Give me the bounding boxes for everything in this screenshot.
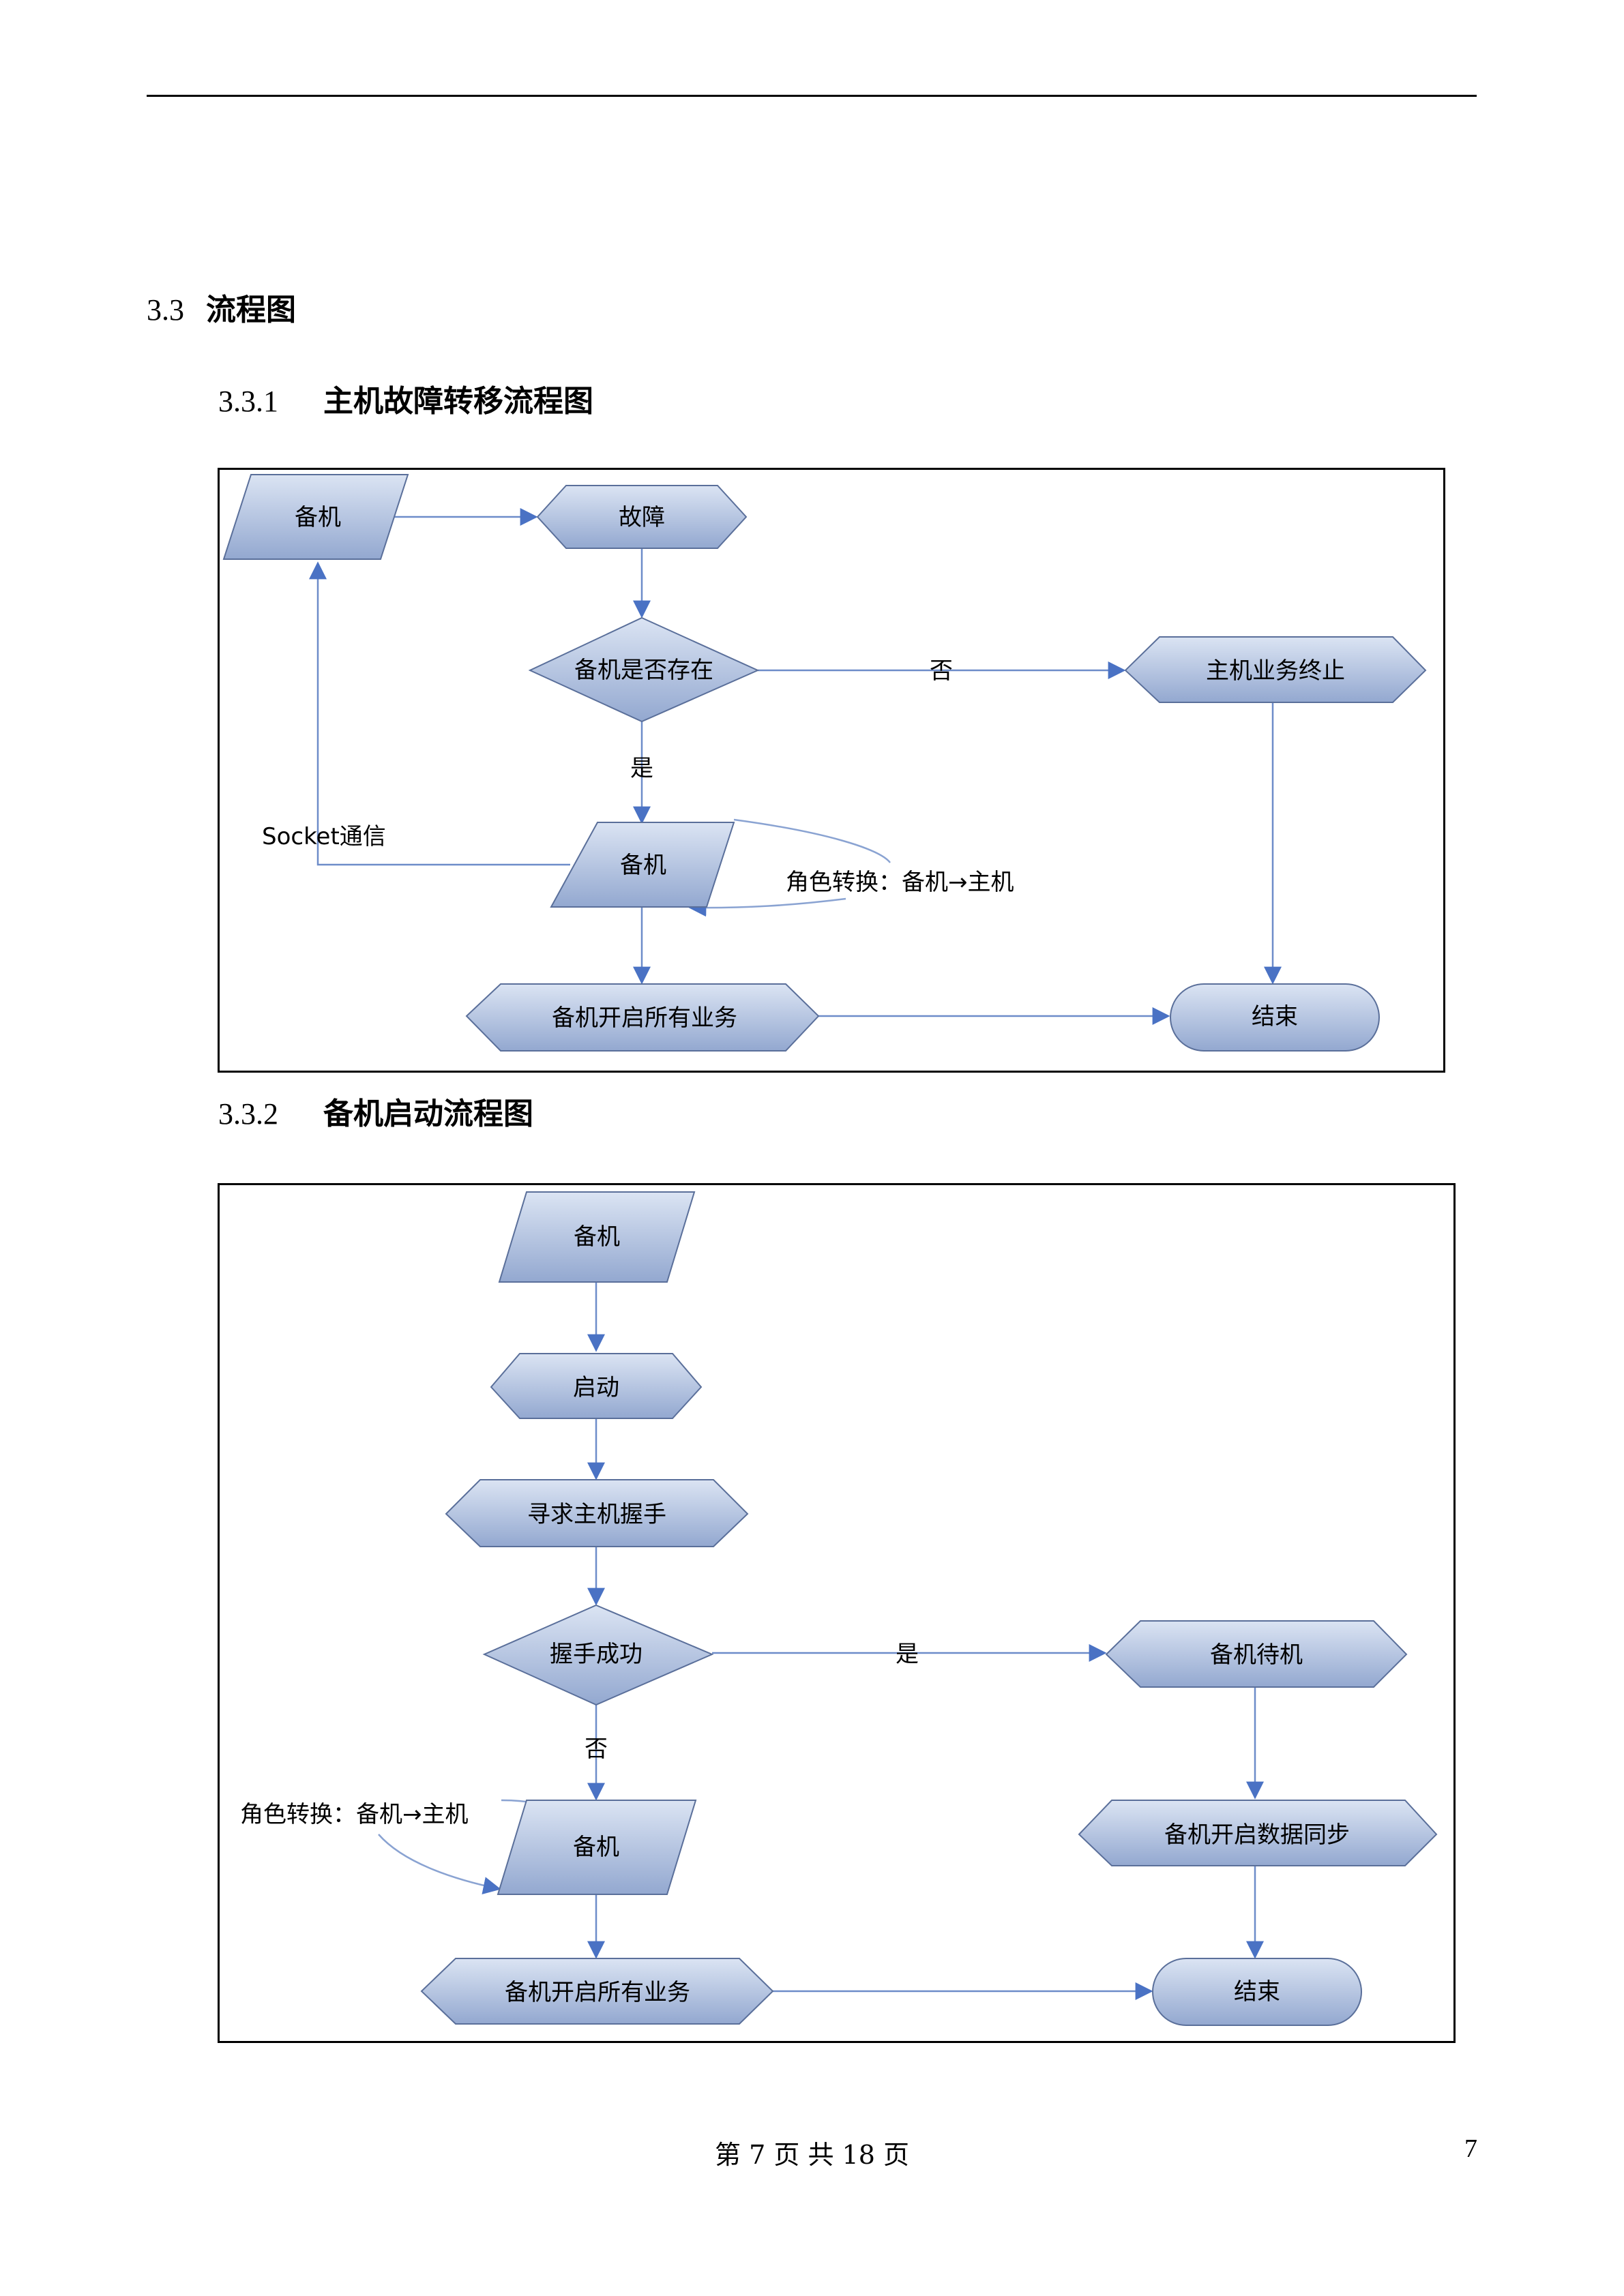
data-sync-node xyxy=(1078,1800,1438,1866)
standby-label: 备机 xyxy=(295,504,341,531)
handshake-success-decision xyxy=(482,1604,714,1706)
handshake-success-label: 握手成功 xyxy=(550,1641,643,1668)
no-label-2: 否 xyxy=(585,1735,608,1763)
end-node xyxy=(1170,983,1380,1052)
standby-role-label: 备机 xyxy=(620,852,666,879)
role-switch-curve-upper xyxy=(733,818,891,863)
host-stop-node xyxy=(1124,636,1427,703)
startup-node xyxy=(490,1353,703,1419)
startup-flowchart-frame xyxy=(218,1183,1456,2043)
standby-role-node-2 xyxy=(497,1800,697,1895)
standby-role-label-2: 备机 xyxy=(573,1834,619,1861)
no-label: 否 xyxy=(930,657,953,685)
subsection-number: 3.3.1 xyxy=(218,385,278,418)
role-switch-label-2: 角色转换：备机→主机 xyxy=(240,1801,469,1828)
role-switch-curve-lower xyxy=(688,897,846,917)
page-number: 7 xyxy=(1464,2134,1477,2163)
start-all-services-label-2: 备机开启所有业务 xyxy=(505,1979,690,2006)
standby-exists-decision xyxy=(528,616,760,723)
seek-handshake-label: 寻求主机握手 xyxy=(527,1501,666,1528)
fault-label: 故障 xyxy=(619,504,665,531)
standby-input-node xyxy=(222,474,409,560)
end-label-2: 结束 xyxy=(1234,1978,1280,2006)
data-sync-label: 备机开启数据同步 xyxy=(1164,1821,1350,1849)
host-stop-label: 主机业务终止 xyxy=(1206,657,1345,685)
startup-label: 启动 xyxy=(573,1374,619,1401)
standby-exists-label: 备机是否存在 xyxy=(574,657,713,684)
socket-label: Socket通信 xyxy=(262,823,386,850)
standby-wait-label: 备机待机 xyxy=(1210,1641,1303,1669)
start-all-services-node xyxy=(465,983,820,1052)
fault-node xyxy=(536,485,748,549)
role-switch-label: 角色转换：备机→主机 xyxy=(786,869,1014,896)
subsection-number: 3.3.2 xyxy=(218,1097,278,1131)
section-number: 3.3 xyxy=(147,293,184,327)
subsection-title: 主机故障转移流程图 xyxy=(323,384,593,419)
end-node-2 xyxy=(1152,1958,1362,2026)
section-title: 流程图 xyxy=(206,293,296,327)
yes-label-2: 是 xyxy=(896,1641,919,1668)
start-all-services-label: 备机开启所有业务 xyxy=(552,1004,737,1032)
failover-flowchart-frame xyxy=(218,468,1445,1073)
page-footer: 第 7 页 共 18 页 xyxy=(715,2140,909,2170)
standby-input-node-2 xyxy=(498,1191,696,1283)
standby-wait-node xyxy=(1105,1620,1408,1688)
subsection-heading-1: 3.3.1 主机故障转移流程图 xyxy=(218,376,593,420)
standby-label-2: 备机 xyxy=(574,1223,620,1251)
subsection-heading-2: 3.3.2 备机启动流程图 xyxy=(218,1089,533,1133)
subsection-title: 备机启动流程图 xyxy=(323,1097,533,1131)
end-label: 结束 xyxy=(1252,1003,1298,1030)
role-switch-curve-lower xyxy=(378,1834,501,1894)
seek-handshake-node xyxy=(445,1479,749,1547)
header-rule xyxy=(147,95,1477,97)
connector-socket xyxy=(309,561,570,866)
yes-label: 是 xyxy=(630,755,653,782)
section-heading: 3.3 流程图 xyxy=(147,285,296,329)
start-all-services-node-2 xyxy=(420,1958,774,2025)
standby-role-node xyxy=(550,822,735,908)
